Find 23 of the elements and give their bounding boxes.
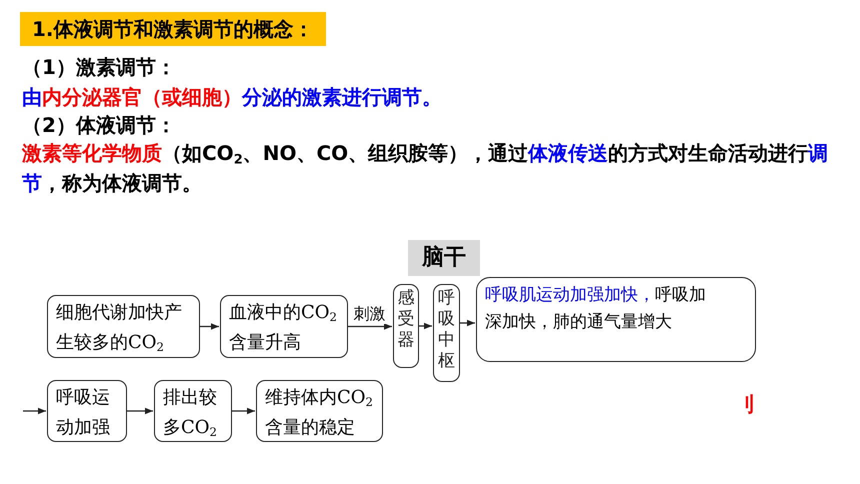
arrow xyxy=(460,320,475,326)
process-box: 呼吸中枢 xyxy=(433,284,460,382)
label-box: 脑干 xyxy=(408,240,480,276)
process-box: 排出较多CO$_{2}$ xyxy=(154,380,232,442)
mark-text: 刂 xyxy=(736,392,756,416)
sentence: 由内分泌器官（或细胞）分泌的激素进行调节。 xyxy=(22,84,443,111)
process-box: 呼吸运动加强 xyxy=(47,380,127,442)
arrow xyxy=(23,408,46,414)
heading: 1.体液调节和激素调节的概念： xyxy=(20,12,326,46)
edge-label: 刺激 xyxy=(352,304,386,324)
sentence: 激素等化学物质（如CO$_{2}$、NO、CO、组织胺等），通过体液传送的方式对生命活动进行调节，称为体液调节。 xyxy=(22,140,830,197)
process-box: 呼吸肌运动加强加快，呼吸加深加快，肺的通气量增大 xyxy=(476,277,756,362)
subheading: （1）激素调节： xyxy=(22,54,177,81)
arrow xyxy=(127,408,153,414)
process-box: 血液中的CO$_{2}$含量升高 xyxy=(220,295,348,358)
arrow xyxy=(419,322,432,330)
process-box: 细胞代谢加快产生较多的CO$_{2}$ xyxy=(47,295,200,358)
process-box: 感受器 xyxy=(393,284,419,368)
process-box: 维持体内CO$_{2}$含量的稳定 xyxy=(256,380,383,442)
arrow xyxy=(232,408,255,414)
subheading: （2）体液调节： xyxy=(22,112,177,139)
arrow xyxy=(200,323,219,330)
arrow xyxy=(348,323,392,330)
